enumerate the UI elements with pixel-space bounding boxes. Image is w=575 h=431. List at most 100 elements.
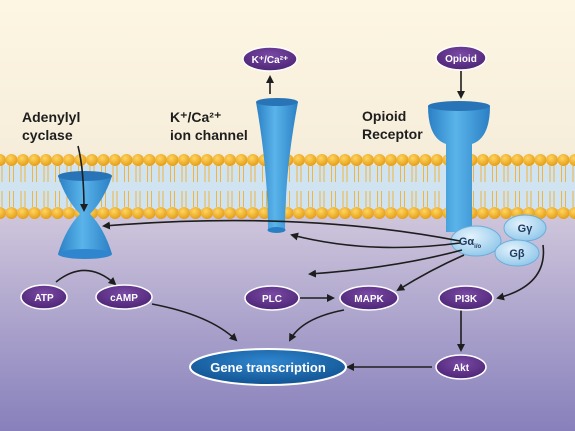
g-protein-complex: Gγ Gβ Gαi/o [450, 214, 547, 267]
lipid-head [0, 207, 6, 219]
lipid-head [247, 154, 259, 166]
pill-akt-label: Akt [453, 363, 470, 374]
lipid-head [385, 207, 397, 219]
pill-pi3k: PI3K [438, 285, 494, 311]
lipid-head [304, 207, 317, 219]
lipid-head [201, 207, 213, 219]
lipid-head [40, 207, 52, 219]
lipid-head [224, 207, 236, 219]
ion-channel-protein [256, 98, 298, 233]
lipid-head [178, 154, 190, 166]
pill-akt: Akt [435, 354, 487, 380]
lipid-head [0, 154, 6, 166]
lipid-head [534, 154, 547, 166]
ion-channel-label: K⁺/Ca²⁺ ion channel [170, 109, 248, 143]
pill-opioid-label: Opioid [445, 54, 477, 65]
lipid-head [201, 154, 213, 166]
adenylyl-cyclase-label: Adenylyl cyclase [22, 109, 84, 143]
lipid-head [97, 154, 110, 166]
opioid-receptor-protein [428, 101, 490, 232]
lipid-head [396, 207, 409, 219]
pill-k-ca-label: K⁺/Ca²⁺ [252, 55, 289, 66]
lipid-head [109, 154, 121, 166]
lipid-head [5, 154, 18, 166]
lipid-head [97, 207, 110, 219]
lipid-head [143, 154, 156, 166]
arrow-to-plc [308, 249, 463, 278]
arrow-mapk-to-gene [289, 309, 345, 342]
lipid-head [488, 207, 501, 219]
lipid-head [373, 207, 386, 219]
pill-atp: ATP [20, 284, 68, 310]
lipid-head [362, 154, 374, 166]
opioid-receptor-label: Opioid Receptor [362, 108, 423, 142]
g-alpha-subunit [450, 225, 502, 257]
lipid-head [431, 154, 443, 166]
lipid-head [477, 207, 489, 219]
arrows [55, 71, 545, 371]
lipid-head [132, 207, 144, 219]
lipid-head [28, 207, 41, 219]
lipid-head [419, 154, 432, 166]
arrow-to-channel [290, 232, 461, 249]
lipid-head [408, 207, 420, 219]
lipid-head [51, 154, 64, 166]
lipid-head [155, 207, 167, 219]
lipid-head [258, 207, 271, 219]
gene-transcription-label: Gene transcription [210, 360, 326, 375]
lipid-head [247, 207, 259, 219]
lipid-head [362, 207, 374, 219]
lipid-head [327, 207, 340, 219]
lipid-head [419, 207, 432, 219]
g-beta-label: Gβ [509, 248, 525, 260]
lipid-head [224, 154, 236, 166]
lipid-head [523, 154, 535, 166]
lipid-head [569, 207, 575, 219]
lipid-head [235, 154, 248, 166]
lipid-head [316, 207, 328, 219]
pill-camp: cAMP [95, 284, 153, 310]
lipid-head [293, 154, 305, 166]
lipid-head [350, 207, 363, 219]
lipid-head [143, 207, 156, 219]
lipid-head [546, 207, 558, 219]
pill-mapk-label: MAPK [354, 294, 384, 305]
lipid-head [235, 207, 248, 219]
lipid-head [304, 154, 317, 166]
pill-camp-label: cAMP [110, 293, 138, 304]
lipid-head [51, 207, 64, 219]
arrow-to-mapk [396, 254, 465, 292]
arrow-atp-to-camp [55, 269, 117, 286]
lipid-head [5, 207, 18, 219]
pill-plc-label: PLC [262, 294, 282, 305]
lipid-head [569, 154, 575, 166]
lipid-head [500, 154, 512, 166]
pill-k-ca: K⁺/Ca²⁺ [242, 46, 298, 72]
lipid-head [189, 207, 202, 219]
lipid-head [534, 207, 547, 219]
lipid-head [339, 154, 351, 166]
lipid-head [339, 207, 351, 219]
pill-atp-label: ATP [34, 293, 54, 304]
lipid-head [350, 154, 363, 166]
lipid-head [17, 154, 29, 166]
lipid-head [408, 154, 420, 166]
arrow-cyclase-pointer [77, 145, 88, 212]
lipid-head [431, 207, 443, 219]
lipid-head [546, 154, 558, 166]
lipid-head [63, 154, 75, 166]
lipid-head [132, 154, 144, 166]
lipid-head [166, 207, 179, 219]
lipid-tails [1, 166, 574, 207]
lipid-head [17, 207, 29, 219]
lipid-head [396, 154, 409, 166]
pill-opioid: Opioid [435, 45, 487, 71]
lipid-head [166, 154, 179, 166]
lipid-head [120, 207, 133, 219]
lipid-head [40, 154, 52, 166]
lipid-head [109, 207, 121, 219]
arrow-inhibit-cyclase [102, 219, 461, 242]
lipid-head [212, 207, 225, 219]
lipid-head [316, 154, 328, 166]
lipid-head [557, 207, 570, 219]
